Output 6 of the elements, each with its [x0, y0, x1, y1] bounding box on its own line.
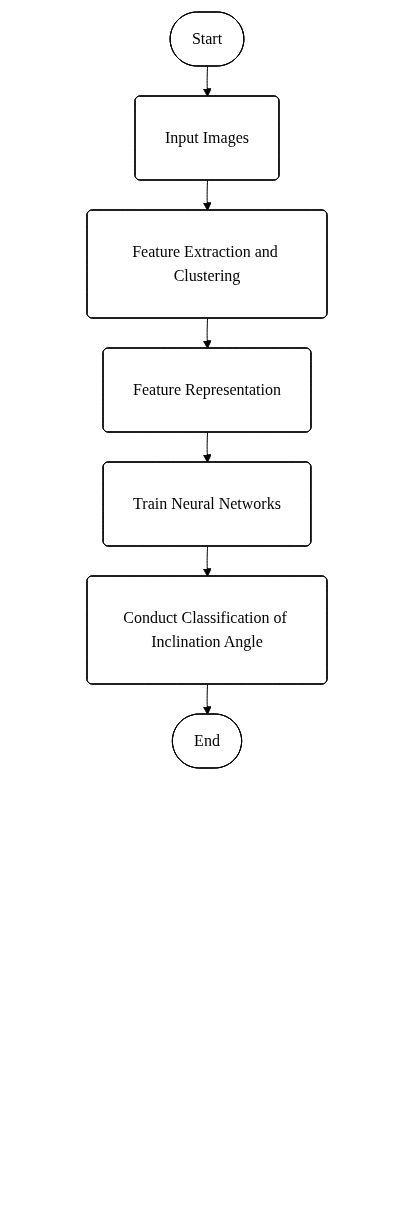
arrow: [202, 546, 212, 577]
arrow: [202, 66, 212, 97]
arrow: [202, 318, 212, 349]
arrow: [202, 432, 212, 463]
arrow: [202, 180, 212, 211]
arrow: [202, 684, 212, 715]
